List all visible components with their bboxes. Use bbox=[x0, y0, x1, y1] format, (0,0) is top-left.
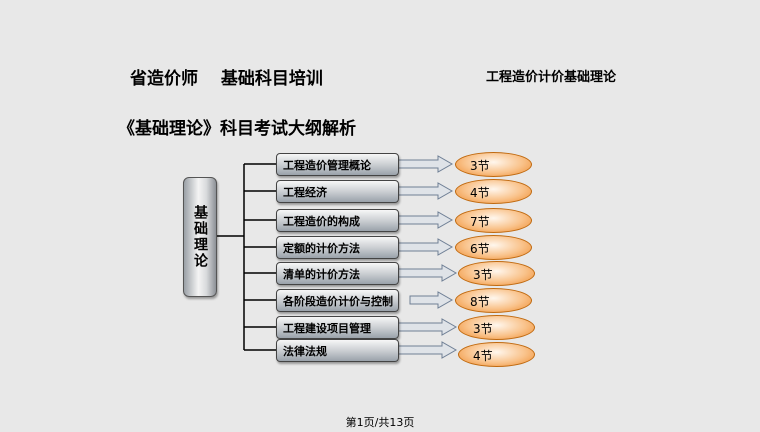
topic-box: 工程经济 bbox=[276, 180, 399, 203]
topic-box: 工程造价管理概论 bbox=[276, 153, 399, 176]
topic-box: 各阶段造价计价与控制 bbox=[276, 289, 399, 312]
section-count-badge: 6节 bbox=[455, 235, 532, 260]
topic-box: 工程建设项目管理 bbox=[276, 316, 399, 339]
section-count: 6节 bbox=[470, 242, 490, 256]
topic-label: 各阶段造价计价与控制 bbox=[283, 295, 393, 308]
topic-label: 清单的计价方法 bbox=[283, 268, 360, 281]
course-title: 省造价师 基础科目培训 bbox=[130, 69, 323, 89]
section-count: 8节 bbox=[470, 295, 490, 309]
topic-label: 工程造价的构成 bbox=[283, 215, 360, 228]
topic-box: 工程造价的构成 bbox=[276, 209, 399, 232]
topic-box: 清单的计价方法 bbox=[276, 262, 399, 285]
topic-label: 工程造价管理概论 bbox=[283, 159, 371, 172]
topic-title: 工程造价计价基础理论 bbox=[486, 70, 617, 85]
section-count-badge: 7节 bbox=[455, 208, 532, 233]
section-count-badge: 4节 bbox=[455, 179, 532, 204]
topic-box: 定额的计价方法 bbox=[276, 236, 399, 259]
section-count-badge: 3节 bbox=[455, 152, 532, 177]
section-count: 7节 bbox=[470, 215, 490, 229]
section-count-badge: 3节 bbox=[458, 315, 535, 340]
root-node: 基础理论 bbox=[183, 177, 217, 297]
section-count: 3节 bbox=[473, 322, 493, 336]
topic-label: 定额的计价方法 bbox=[283, 242, 360, 255]
topic-box: 法律法规 bbox=[276, 339, 399, 362]
topic-label: 工程经济 bbox=[283, 186, 327, 199]
section-count-badge: 8节 bbox=[455, 288, 532, 313]
page-number: 第1页/共13页 bbox=[345, 416, 415, 429]
section-count-badge: 4节 bbox=[458, 342, 535, 367]
slide-subtitle: 《基础理论》科目考试大纲解析 bbox=[118, 119, 356, 139]
topic-label: 法律法规 bbox=[283, 345, 327, 358]
section-count: 4节 bbox=[473, 349, 493, 363]
section-count: 3节 bbox=[470, 159, 490, 173]
section-count-badge: 3节 bbox=[458, 261, 535, 286]
section-count: 4节 bbox=[470, 186, 490, 200]
section-count: 3节 bbox=[473, 268, 493, 282]
root-node-label: 基础理论 bbox=[192, 205, 208, 269]
topic-label: 工程建设项目管理 bbox=[283, 322, 371, 335]
